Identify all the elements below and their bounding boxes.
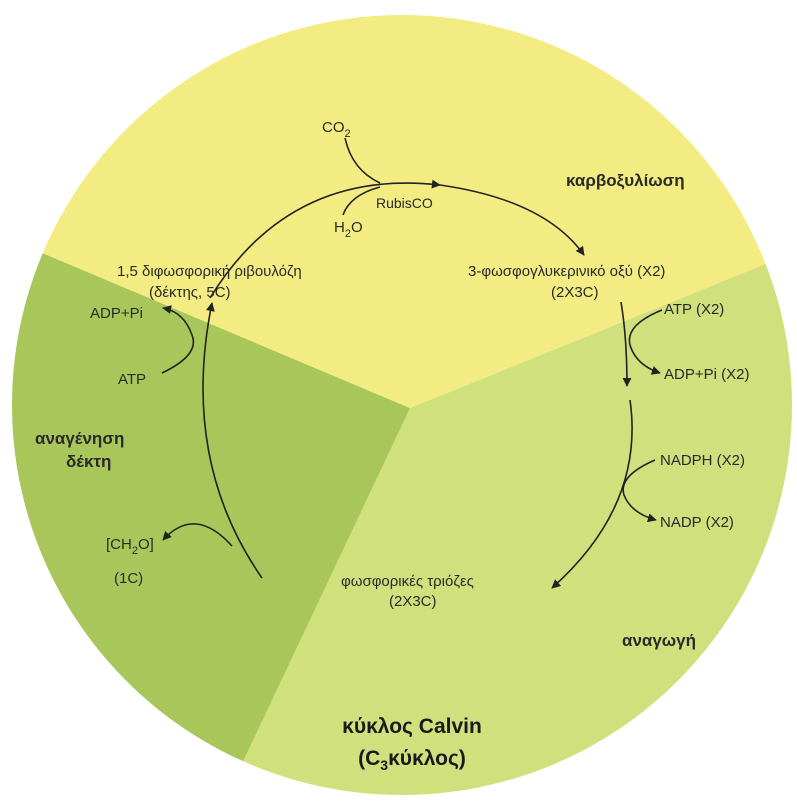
- arrow-to-pga: [439, 184, 585, 256]
- phase-reduction-label: αναγωγή: [622, 631, 696, 650]
- phase-regeneration-label-line1: αναγένηση: [35, 429, 124, 448]
- arrow-regeneration: [202, 302, 263, 579]
- arrow-co2-entry: [344, 137, 381, 184]
- triose-label-line2: (2X3C): [389, 593, 437, 610]
- cycle-title-line2: (C3κύκλος): [358, 747, 466, 773]
- arrow-nadph-consumed: [622, 459, 657, 523]
- arrow-h2o-release: [342, 186, 381, 216]
- adp-x2-label: ADP+Pi (X2): [664, 366, 749, 383]
- arrow-carboxylation-in: [209, 179, 441, 299]
- atp-label: ATP: [118, 371, 146, 388]
- one-carbon-label: (1C): [114, 570, 143, 587]
- h2o-label: H2O: [334, 219, 363, 240]
- pga-label-line2: (2X3C): [551, 284, 599, 301]
- cycle-title-line1: κύκλος Calvin: [342, 715, 482, 738]
- cycle-arrows: [161, 137, 663, 589]
- co2-label: CO2: [322, 119, 351, 140]
- rubp-label-line1: 1,5 διφωσφορική ριβουλόζη: [117, 263, 302, 280]
- triose-label-line1: φωσφορικές τριόζες: [341, 573, 474, 590]
- arrow-atp-consumed: [628, 309, 663, 375]
- pga-label-line1: 3-φωσφογλυκερινικό οξύ (X2): [468, 263, 665, 280]
- atp-x2-label: ATP (X2): [664, 301, 724, 318]
- nadph-x2-label: NADPH (X2): [660, 452, 745, 469]
- phase-regeneration-label-line2: δέκτη: [66, 452, 111, 471]
- rubp-label-line2: (δέκτης, 5C): [149, 284, 231, 301]
- nadp-x2-label: NADP (X2): [660, 514, 734, 531]
- adp-pi-label: ADP+Pi: [90, 305, 143, 322]
- rubisco-label: RubisCO: [376, 195, 433, 211]
- ch2o-label: [CH2O]: [106, 536, 154, 557]
- arrow-adp-out: [161, 305, 195, 374]
- arrow-reduction-to-triose: [551, 399, 633, 589]
- arrow-ch2o-out: [162, 523, 233, 547]
- arrow-pga-to-atp-step: [620, 301, 632, 387]
- sector-carboxylation: [12, 15, 792, 408]
- phase-carboxylation-label: καρβοξυλίωση: [566, 171, 685, 190]
